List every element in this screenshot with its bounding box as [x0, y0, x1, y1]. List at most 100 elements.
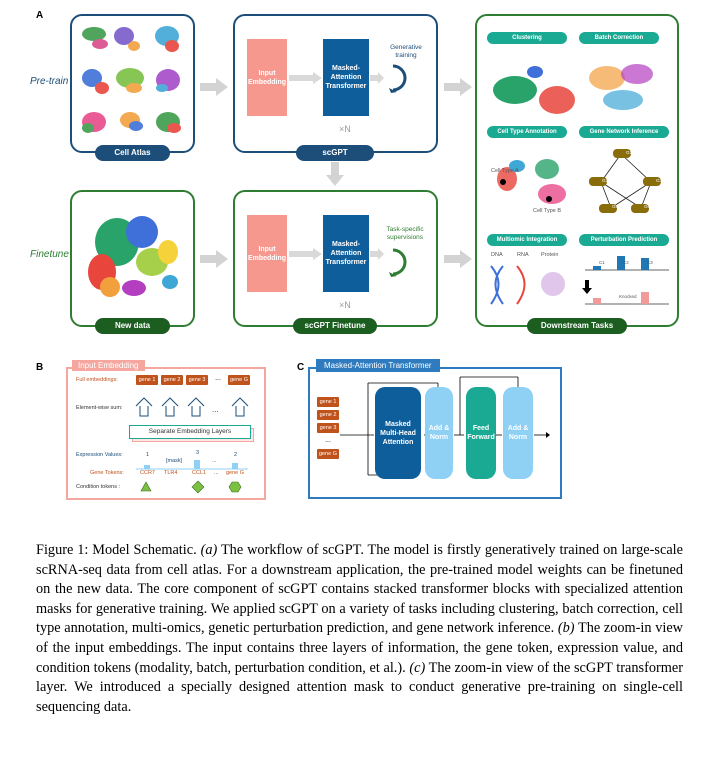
gene-chip: gene 3: [186, 375, 208, 385]
gene-network-labels: G1 G2 G3 G5 G6: [602, 150, 663, 209]
cycle-arrow-icon: [389, 64, 407, 93]
caption-b-text: The zoom-in view of the input embeddings…: [36, 620, 683, 676]
xn-label: ×N: [339, 124, 351, 134]
ellipsis: ...: [325, 437, 331, 444]
new-data-label: New data: [95, 318, 170, 334]
gene-input-column: gene 1 gene 2 gene 3 ... gene G: [317, 397, 339, 459]
expr-value: 2: [234, 452, 238, 458]
flow-arrow-icon: [200, 78, 228, 96]
input-embedding-title: Input Embedding: [72, 360, 145, 371]
cell-atlas-box: [70, 14, 195, 153]
gene-chip: gene G: [317, 449, 339, 459]
flow-arrow-icon: [370, 72, 384, 84]
gene-node-g1: G1: [626, 150, 633, 155]
caption-c-text: The zoom-in view of the scGPT transforme…: [36, 659, 683, 715]
gene-chip: gene G: [228, 375, 250, 385]
down-arrow-icon: [326, 162, 344, 186]
gene-chip: gene 3: [317, 423, 339, 433]
flow-arrow-icon: [200, 250, 228, 268]
flow-arrow-icon: [444, 78, 472, 96]
cell-type-b-label: Cell Type B: [533, 208, 562, 214]
task-gene-network-inference: Gene Network Inference: [579, 126, 669, 138]
protein-label: Protein: [541, 252, 559, 258]
caption-a-tag: (a): [200, 542, 218, 558]
separate-embedding-layers: Separate Embedding Layers: [129, 425, 251, 439]
new-data-umap: [88, 216, 178, 297]
flow-arrow-icon: [289, 72, 322, 84]
knocked-label: Knocked: [619, 294, 637, 299]
gene-tokens-label: Gene Tokens:: [90, 470, 124, 476]
scgpt-label: scGPT: [296, 145, 374, 161]
caption-lead: Figure 1: Model Schematic.: [36, 542, 201, 558]
gene-node-g2: G2: [602, 178, 609, 183]
gene-node-g5: G5: [612, 204, 619, 209]
transformer-connections: [340, 376, 550, 476]
gene-token: CCR7: [140, 470, 155, 476]
input-embedding-block: Input Embedding: [247, 39, 287, 116]
perturbation-bars: [582, 256, 669, 305]
expression-values-label: Expression Values:: [76, 452, 123, 458]
flow-arrow-icon: [444, 250, 472, 268]
gene-chip: gene 2: [317, 410, 339, 420]
expr-value: [mask]: [166, 458, 183, 464]
rna-label: RNA: [517, 252, 529, 258]
gene-chip: gene 2: [161, 375, 183, 385]
task-specific-label: Task-specific supervisions: [386, 226, 424, 241]
expr-value: ...: [212, 458, 217, 464]
task-perturbation-prediction: Perturbation Prediction: [579, 234, 669, 246]
flow-arrow-icon: [370, 248, 384, 260]
cond-c2: C2: [623, 260, 629, 265]
scgpt-box: Input Embedding Masked-Attention Transfo…: [233, 14, 438, 153]
scgpt-finetune-label: scGPT Finetune: [293, 318, 377, 334]
feed-forward-block: Feed Forward: [466, 387, 496, 479]
sum-icons: ...: [135, 397, 249, 417]
gene-token: gene G: [226, 470, 245, 476]
cell-type-a-label: Cell Type A: [491, 168, 519, 174]
dna-label: DNA: [491, 252, 503, 258]
expression-bars: [136, 460, 248, 470]
caption-b-tag: (b): [557, 620, 575, 637]
perturbation-labels: C1 C2 C3 Knocked: [599, 260, 653, 299]
masked-attention-transformer-block: Masked-Attention Transformer: [323, 215, 369, 292]
task-cell-type-annotation: Cell Type Annotation: [487, 126, 567, 138]
condition-tokens-label: Condition tokens :: [76, 484, 121, 490]
scgpt-finetune-box: Input Embedding Masked-Attention Transfo…: [233, 190, 438, 327]
caption-a-text: The workflow of scGPT. The model is firs…: [36, 542, 683, 637]
gene-token: ...: [214, 470, 219, 476]
gene-node-g6: G6: [644, 204, 651, 209]
xn-label: ×N: [339, 300, 351, 310]
panel-b-letter: B: [36, 362, 44, 373]
input-embedding-panel: [66, 367, 266, 500]
downstream-tasks-box: Clustering Batch Correction Cell Type An…: [475, 14, 679, 327]
gene-token: CCL1: [192, 470, 207, 476]
multiomic-icons: [490, 265, 565, 305]
gene-chip: gene 1: [317, 397, 339, 407]
expr-value: 1: [146, 452, 150, 458]
panel-a-letter: A: [36, 10, 44, 21]
gene-token: TLR4: [164, 470, 178, 476]
task-batch-correction: Batch Correction: [579, 32, 659, 44]
finetune-label: Finetune: [30, 249, 69, 260]
add-norm-block: Add & Norm: [503, 387, 533, 479]
input-embedding-block: Input Embedding: [247, 215, 287, 292]
expr-value: 3: [196, 450, 200, 456]
cell-type-plot: [497, 159, 566, 204]
gene-network-graph: [589, 149, 661, 213]
masked-attention-transformer-block: Masked-Attention Transformer: [323, 39, 369, 116]
cond-c1: C1: [599, 260, 605, 265]
new-data-box: [70, 190, 195, 327]
flow-arrow-icon: [289, 248, 322, 260]
add-norm-block: Add & Norm: [425, 387, 453, 479]
cond-c3: C3: [647, 260, 653, 265]
generative-training-label: Generative training: [390, 44, 422, 59]
cell-atlas-label: Cell Atlas: [95, 145, 170, 161]
task-multiomic-integration: Multiomic Integration: [487, 234, 567, 246]
task-clustering: Clustering: [487, 32, 567, 44]
full-embeddings-label: Full embeddings:: [76, 377, 118, 383]
gene-chip-row: gene 1 gene 2 gene 3 ... gene G: [136, 375, 250, 385]
pretrain-label: Pre-train: [30, 76, 69, 87]
condition-token-icons: [140, 480, 242, 494]
element-wise-sum-label: Element-wise sum:: [76, 405, 123, 411]
cycle-arrow-icon: [389, 248, 407, 277]
figure-caption: Figure 1: Model Schematic. (a) The workf…: [36, 541, 683, 717]
